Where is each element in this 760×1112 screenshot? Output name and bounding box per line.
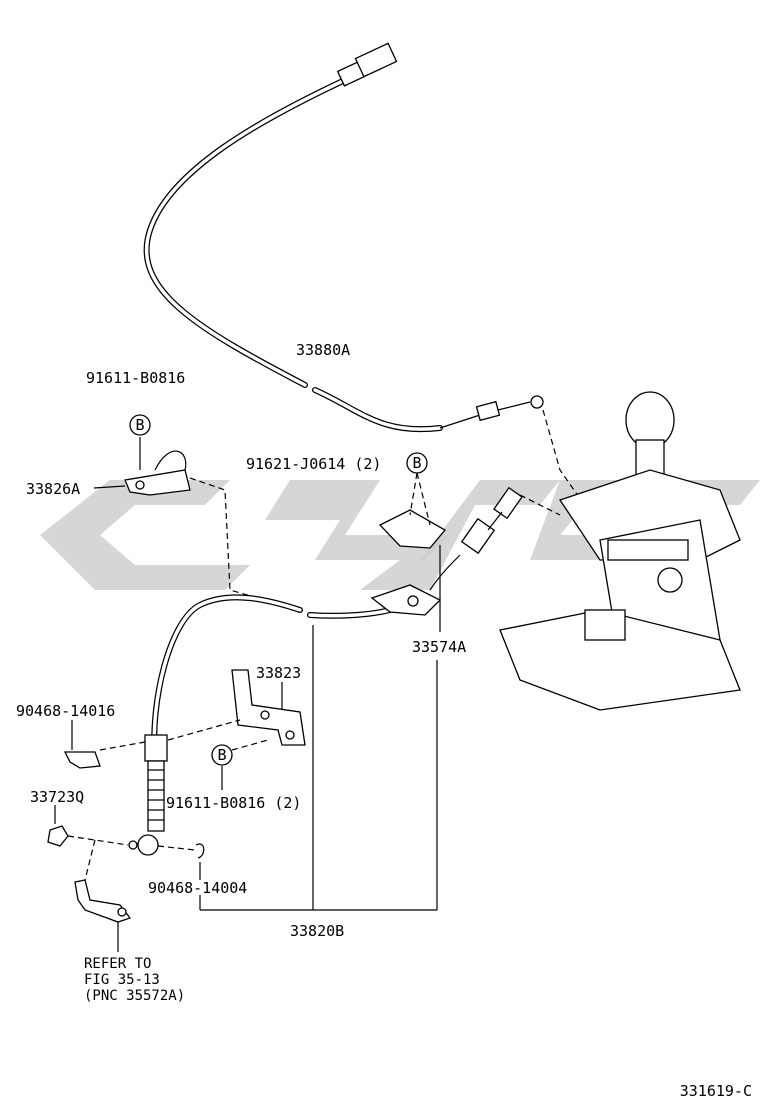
callout-b-top: B <box>129 414 151 436</box>
label-33723q: 33723Q <box>30 788 84 806</box>
bracket-33823 <box>231 669 306 746</box>
shift-linkage <box>74 879 132 923</box>
nut-33723q <box>47 825 69 847</box>
label-33574a: 33574A <box>412 638 466 656</box>
link-bolt-lower <box>231 739 269 751</box>
link-bolt-mid <box>409 472 431 526</box>
callout-b-mid: B <box>406 452 428 474</box>
bracket-33826a-leader <box>93 485 126 489</box>
bracket-33826a <box>124 450 191 496</box>
refer-line-1: REFER TO <box>84 956 151 972</box>
label-91611-b0816-top: 91611-B0816 <box>86 369 185 387</box>
refer-line-3: (PNC 35572A) <box>84 988 185 1004</box>
clip-90468-14004 <box>195 843 205 859</box>
label-90468-14004: 90468-14004 <box>148 879 247 897</box>
label-33820b: 33820B <box>290 922 344 940</box>
label-33880a: 33880A <box>296 341 350 359</box>
link-clip-left <box>99 719 241 751</box>
label-33823: 33823 <box>256 664 301 682</box>
callout-b-lower: B <box>211 744 233 766</box>
upper-shift-cable <box>143 42 544 433</box>
link-retainer-to-shifter <box>519 494 561 516</box>
refer-line-2: FIG 35-13 <box>84 972 160 988</box>
retainer-33574a <box>370 486 523 616</box>
label-33826a: 33826A <box>26 480 80 498</box>
callout-b-top-letter: B <box>135 416 144 434</box>
label-91611-b0816-lower: 91611-B0816 (2) <box>166 794 301 812</box>
clip-90468-14016 <box>63 751 101 769</box>
label-90468-14016: 90468-14016 <box>16 702 115 720</box>
figure-id: 331619-C <box>680 1082 752 1100</box>
callout-b-mid-letter: B <box>412 454 421 472</box>
link-nut-down <box>84 839 96 881</box>
link-nut <box>67 835 129 846</box>
cable-lower-bracket <box>199 625 438 911</box>
callout-b-lower-letter: B <box>217 746 226 764</box>
label-91621-j0614: 91621-J0614 (2) <box>246 455 381 473</box>
link-clip-right <box>157 845 196 851</box>
shift-lever-assembly <box>499 391 741 711</box>
lower-shift-cable <box>128 594 393 856</box>
